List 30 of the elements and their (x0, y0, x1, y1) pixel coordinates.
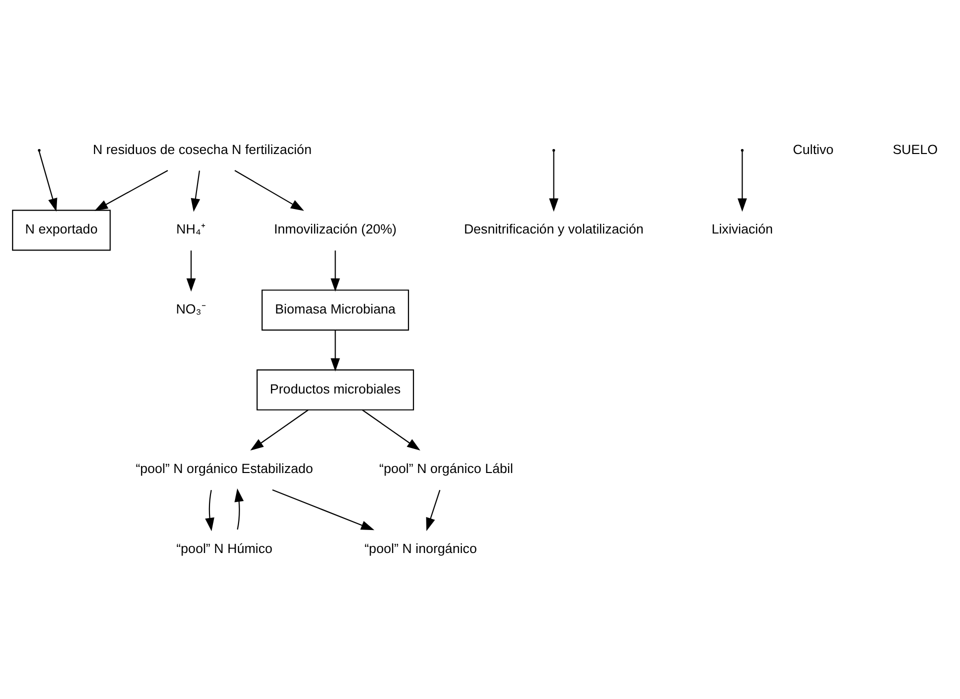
node-text: “pool” N orgánico Lábil (379, 460, 514, 476)
arrow (186, 250, 196, 292)
node-box: Productos microbiales (256, 368, 414, 410)
node-text: NH₄⁺ (176, 221, 206, 236)
label: Cultivo (792, 141, 834, 156)
arrow (426, 489, 440, 531)
arrow (205, 489, 214, 531)
arrow (38, 150, 58, 212)
node-box: Biomasa Microbiana (262, 289, 410, 330)
node-text: “pool” N Húmico (176, 540, 272, 556)
arrow (738, 151, 747, 212)
arrow (330, 330, 340, 372)
node-text: NO₃⁻ (176, 301, 206, 316)
arrow (250, 409, 308, 450)
arrow (362, 409, 420, 450)
node-text: “pool” N inorgánico (364, 540, 477, 556)
arrow (94, 170, 168, 210)
arrow (234, 488, 244, 530)
node-text: “pool” N orgánico Estabilizado (136, 460, 314, 476)
arrow (190, 170, 200, 212)
arrow (234, 170, 304, 210)
node-text: Lixiviación (712, 221, 773, 236)
arrow (272, 488, 374, 530)
node-text: Inmovilización (20%) (274, 221, 397, 236)
node-text: N residuos de cosecha N fertilización (92, 141, 312, 156)
node-text: Desnitrificación y volatilización (464, 221, 644, 236)
arrow (549, 151, 558, 212)
arrow (330, 250, 340, 292)
label: SUELO (892, 141, 938, 156)
node-box: N exportado (12, 209, 111, 250)
